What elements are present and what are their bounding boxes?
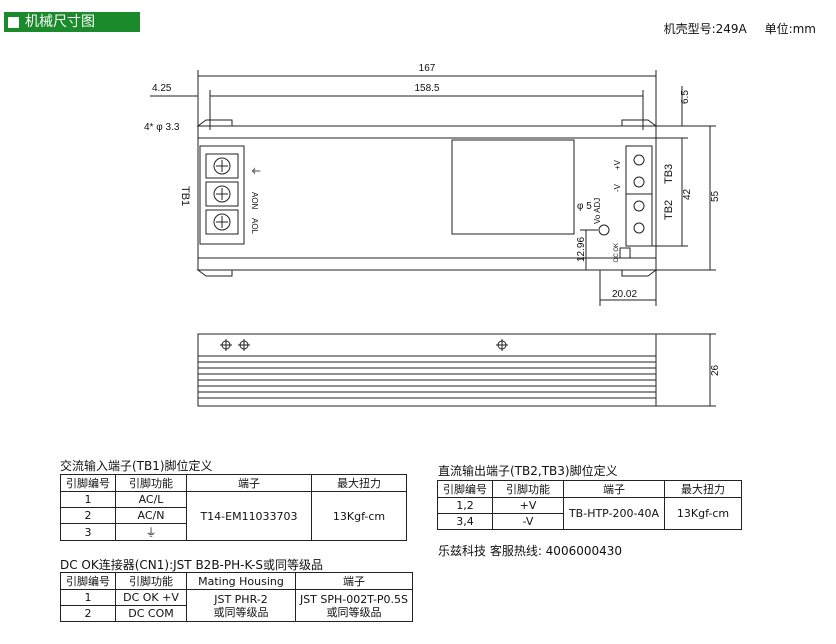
terminal-cell: T14-EM11033703 [186, 491, 312, 541]
table-cell: DC OK +V [115, 589, 187, 606]
header-cell: 端子 [563, 480, 665, 498]
hotline: 乐兹科技 客服热线: 4006000430 [438, 544, 623, 558]
dim-total-length: 167 [419, 63, 436, 74]
dim-top-height: 6.5 [680, 90, 691, 104]
dim-height-55: 55 [710, 190, 721, 202]
dim-pot-x: 20.02 [612, 289, 637, 300]
table-cell: 3,4 [437, 513, 493, 530]
label-tb2: TB2 [663, 200, 675, 220]
header-cell: 最大扭力 [664, 480, 742, 498]
table-cell: DC COM [115, 605, 187, 622]
unit-label: 单位:mm [764, 22, 816, 36]
mechanical-drawing: 167 158.5 4.25 4* φ 3.3 6.5 42 55 26 20.… [144, 63, 721, 407]
section-title: 机械尺寸图 [25, 14, 95, 30]
housing-cell: JST PHR-2 或同等级品 [186, 589, 296, 622]
table-cell: 3 [60, 523, 116, 541]
header-cell: 端子 [295, 572, 413, 590]
dc-table: 引脚编号 引脚功能 端子 最大扭力 1,2 +V TB-HTP-200-40A … [437, 480, 742, 530]
table-cell: 1 [60, 589, 116, 606]
header-cell: Mating Housing [186, 572, 296, 590]
section-header: 机械尺寸图 [4, 12, 140, 32]
header-cell: 引脚功能 [115, 474, 187, 492]
model-info: 机壳型号:249A 单位:mm [650, 20, 816, 37]
header-cell: 引脚编号 [437, 480, 493, 498]
dim-height-42: 42 [682, 188, 693, 200]
table-cell: 1,2 [437, 497, 493, 514]
table-cell: 2 [60, 507, 116, 524]
dim-side-height: 26 [710, 364, 721, 376]
torque-cell: 13Kgf-cm [311, 491, 407, 541]
cn-table-caption: DC OK连接器(CN1):JST B2B-PH-K-S或同等级品 [60, 558, 324, 572]
dim-inner-length: 158.5 [414, 83, 439, 94]
table-cell: +V [492, 497, 564, 514]
model-label: 机壳型号:249A [663, 22, 747, 36]
table-cell: 2 [60, 605, 116, 622]
label-vo-adj: Vo ADJ [593, 198, 602, 224]
square-icon [8, 16, 19, 28]
terminal-cell: JST SPH-002T-P0.5S 或同等级品 [295, 589, 413, 622]
torque-cell: 13Kgf-cm [664, 497, 742, 530]
ac-table-caption: 交流输入端子(TB1)脚位定义 [60, 459, 213, 473]
dim-pot-diameter: φ 5 [577, 201, 592, 212]
terminal-cell: TB-HTP-200-40A [563, 497, 665, 530]
header-cell: 引脚编号 [60, 572, 116, 590]
label-aol: AOL [250, 218, 259, 235]
label-minus-v: -V [613, 183, 622, 192]
header-cell: 引脚功能 [115, 572, 187, 590]
header-cell: 最大扭力 [311, 474, 407, 492]
label-plus-v: +V [613, 159, 622, 170]
table-cell: 1 [60, 491, 116, 508]
table-cell: -V [492, 513, 564, 530]
earth-icon: ⏚ [249, 166, 261, 176]
label-aon: AON [250, 192, 259, 210]
earth-icon: ⏚ [115, 523, 187, 541]
header-cell: 引脚功能 [492, 480, 564, 498]
label-tb1: TB1 [179, 186, 191, 206]
cn-table: 引脚编号 引脚功能 Mating Housing 端子 1 DC OK +V J… [60, 572, 413, 622]
header-cell: 端子 [186, 474, 312, 492]
dim-pot-height: 12.96 [576, 237, 587, 262]
dim-edge: 4.25 [152, 83, 172, 94]
label-tb3: TB3 [663, 164, 675, 184]
dim-hole: 4* φ 3.3 [144, 122, 180, 133]
table-cell: AC/N [115, 507, 187, 524]
dc-table-caption: 直流输出端子(TB2,TB3)脚位定义 [438, 464, 618, 478]
ac-table: 引脚编号 引脚功能 端子 最大扭力 1 AC/L T14-EM11033703 … [60, 474, 407, 541]
table-cell: AC/L [115, 491, 187, 508]
header-cell: 引脚编号 [60, 474, 116, 492]
label-dcok: DC OK [614, 243, 620, 262]
